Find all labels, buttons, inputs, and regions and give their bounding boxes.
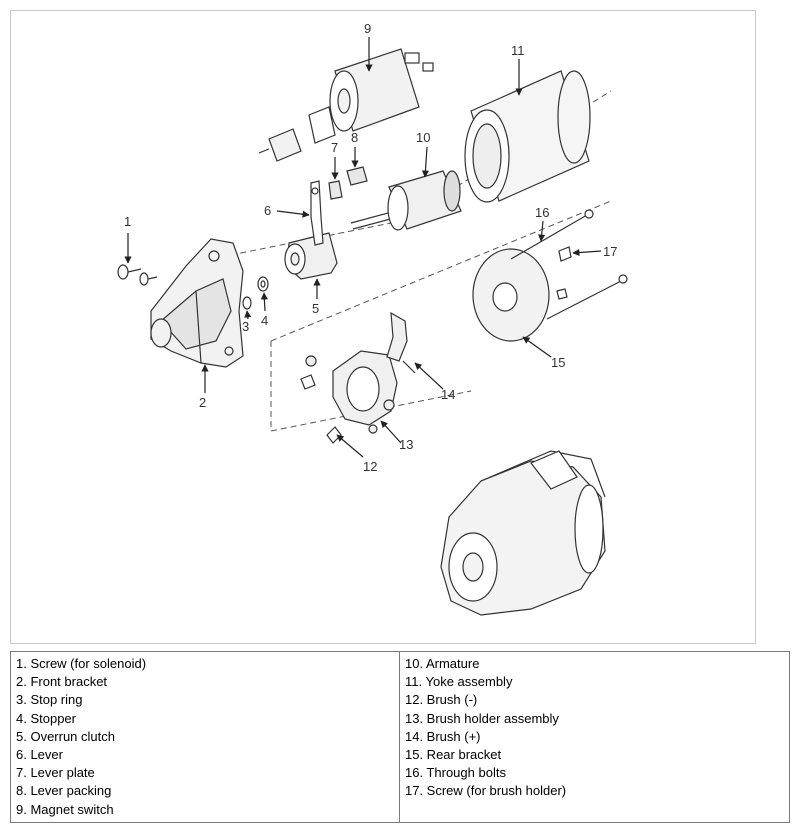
legend-item: 6. Lever [16,747,63,763]
overrun-clutch-part [284,232,338,280]
callout-1: 1 [124,214,131,229]
legend-item: 5. Overrun clutch [16,728,115,744]
screw-for-brush-holder-part [556,246,572,300]
callout-3: 3 [242,319,249,334]
legend-item: 8. Lever packing [16,783,112,799]
leader-lines [124,37,602,458]
legend-item: 11. Yoke assembly [405,674,513,690]
callout-5: 5 [312,301,319,316]
legend-item: 7. Lever plate [16,765,95,781]
callout-10: 10 [416,130,430,145]
assembled-starter-motor [440,450,606,616]
legend-item: 10. Armature [405,656,480,671]
callout-15: 15 [551,355,565,370]
callout-9: 9 [364,21,371,36]
callout-17: 17 [603,244,617,259]
callout-8: 8 [351,130,358,145]
screw-for-solenoid-part [117,264,158,286]
exploded-diagram-frame: 1 2 3 4 5 6 7 8 9 10 11 12 13 14 15 16 1… [10,10,756,644]
callout-12: 12 [363,459,377,474]
callout-4: 4 [261,313,268,328]
stopper-part [257,276,269,292]
callout-16: 16 [535,205,549,220]
legend-item: 9. Magnet switch [16,801,114,817]
parts-legend-table: 1. Screw (for solenoid) 2. Front bracket… [10,651,790,823]
legend-item: 3. Stop ring [16,692,83,708]
brush-positive-part [386,311,416,374]
rear-bracket-part [472,248,550,342]
callout-2: 2 [199,395,206,410]
through-bolts-part [510,209,628,320]
yoke-assembly-part [464,70,591,203]
legend-column-left: 1. Screw (for solenoid) 2. Front bracket… [11,652,400,822]
legend-item: 14. Brush (+) [405,728,481,744]
magnet-switch-part [258,48,434,162]
callout-7: 7 [331,140,338,155]
legend-item: 1. Screw (for solenoid) [16,656,147,671]
lever-plate-part [328,180,343,200]
stop-ring-part [242,296,252,310]
lever-packing-part [346,166,368,186]
legend-item: 13. Brush holder assembly [405,710,559,726]
brush-negative-part [300,374,342,444]
starter-motor-exploded-view: 1 2 3 4 5 6 7 8 9 10 11 12 13 14 15 16 1… [117,21,628,616]
callout-11: 11 [511,43,525,58]
brush-holder-assembly-part [305,350,398,434]
callout-13: 13 [399,437,413,452]
lever-part [310,180,324,246]
callout-14: 14 [441,387,455,402]
legend-item: 4. Stopper [16,710,76,726]
legend-item: 17. Screw (for brush holder) [405,783,567,799]
legend-item: 16. Through bolts [405,765,506,781]
callout-6: 6 [264,203,271,218]
armature-part [350,170,462,231]
legend-item: 12. Brush (-) [405,692,478,708]
legend-item: 15. Rear bracket [405,747,502,763]
legend-item: 2. Front bracket [16,674,108,690]
legend-column-right: 10. Armature 11. Yoke assembly 12. Brush… [400,652,789,822]
front-bracket-part [150,238,244,368]
